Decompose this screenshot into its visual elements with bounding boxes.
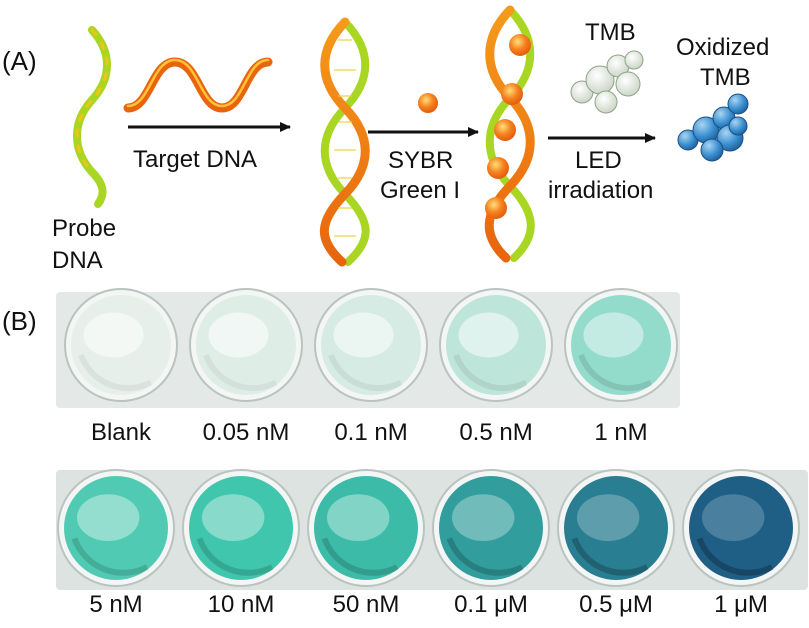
sybr-dye-molecule: [418, 93, 438, 113]
well: [189, 288, 303, 402]
panel-a-label: (A): [2, 46, 37, 76]
well-label: 0.1 μM: [454, 591, 528, 618]
well-label: 1 nM: [594, 419, 647, 446]
bound-dye-3: [494, 119, 516, 141]
well: [64, 288, 178, 402]
well-label: 0.05 nM: [203, 419, 290, 446]
probe-dna-strand: [73, 26, 111, 208]
well-label: 5 nM: [89, 591, 142, 618]
arrow1-label: Target DNA: [133, 146, 257, 173]
arrow2-label-line1: SYBR: [388, 147, 453, 174]
well: [564, 288, 678, 402]
arrow2-label-line2: Green I: [380, 177, 460, 204]
probe-label-line1: Probe: [52, 215, 116, 242]
panel-b-label: (B): [2, 306, 37, 336]
double-helix-1: [319, 17, 370, 267]
well-label: 1 μM: [714, 591, 768, 618]
well: [682, 469, 800, 587]
bound-dye-4: [487, 157, 509, 179]
target-dna-strand: [123, 57, 273, 113]
well: [182, 469, 300, 587]
well-label: 50 nM: [333, 591, 400, 618]
well-label: Blank: [91, 419, 152, 446]
arrow3-label-line1: LED: [575, 147, 622, 174]
well: [307, 469, 425, 587]
tmb-molecule: [570, 50, 644, 114]
well: [314, 288, 428, 402]
well-label: 10 nM: [208, 591, 275, 618]
double-helix-2: [484, 5, 535, 263]
oxidized-tmb-molecule: [677, 93, 749, 162]
arrow3-label-line2: irradiation: [548, 177, 653, 204]
well: [439, 288, 553, 402]
well-label: 0.1 nM: [334, 419, 407, 446]
well: [57, 469, 175, 587]
well-label: 0.5 μM: [579, 591, 653, 618]
probe-label-line2: DNA: [52, 247, 103, 274]
bound-dye-2: [501, 83, 523, 105]
bound-dye-5: [485, 197, 507, 219]
well-label: 0.5 nM: [459, 419, 532, 446]
oxidized-label-line1: Oxidized: [676, 34, 769, 61]
oxidized-label-line2: TMB: [700, 64, 751, 91]
tmb-label: TMB: [585, 19, 636, 46]
well: [557, 469, 675, 587]
bound-dye-1: [509, 34, 531, 56]
well: [432, 469, 550, 587]
